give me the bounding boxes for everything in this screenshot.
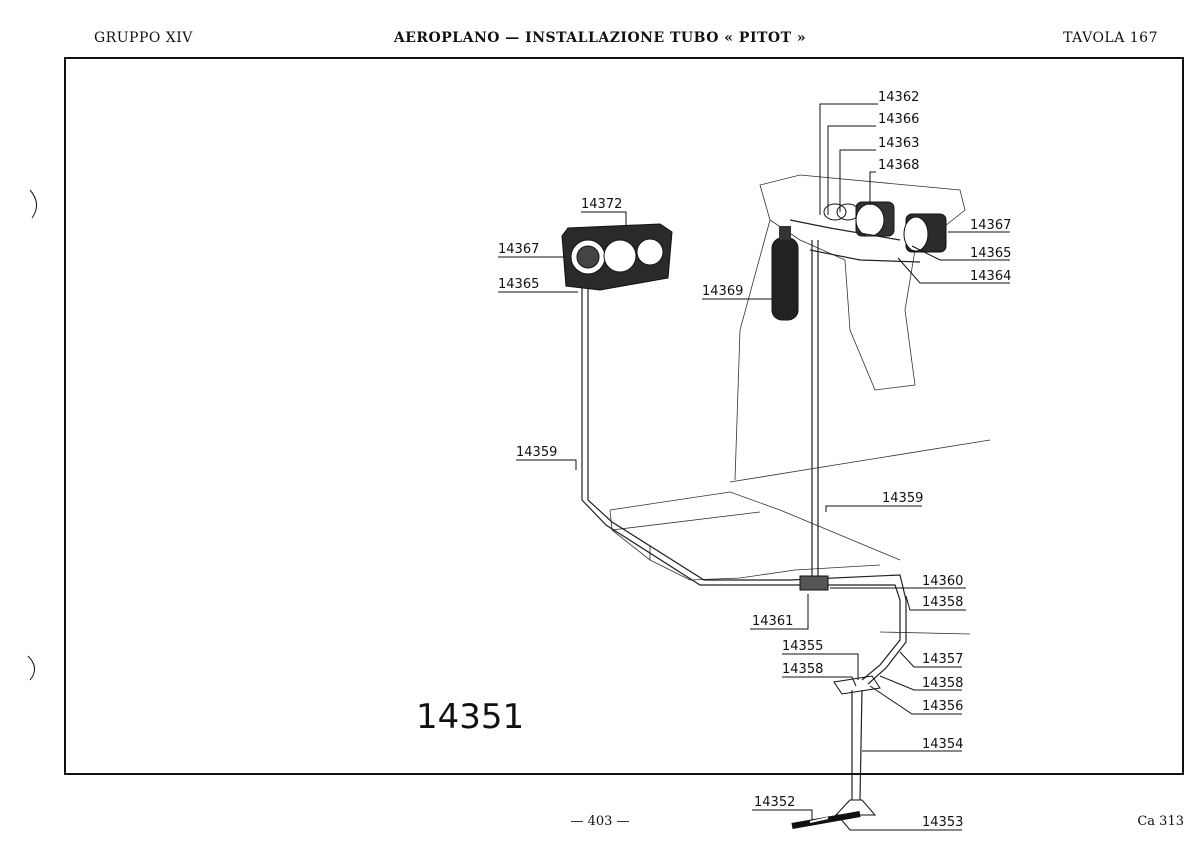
label-14358-b: 14358 bbox=[782, 662, 823, 677]
label-14364: 14364 bbox=[970, 269, 1011, 284]
label-14372: 14372 bbox=[581, 197, 622, 212]
label-14360: 14360 bbox=[922, 574, 963, 589]
page-number: — 403 — bbox=[570, 814, 630, 829]
label-14359-left: 14359 bbox=[516, 445, 557, 460]
label-14354: 14354 bbox=[922, 737, 963, 752]
binder-hole-top bbox=[29, 189, 37, 219]
label-14352: 14352 bbox=[754, 795, 795, 810]
label-14367-left: 14367 bbox=[498, 242, 539, 257]
cabin-structure bbox=[609, 174, 991, 635]
label-14358-c: 14358 bbox=[922, 676, 963, 691]
right-pitot-line bbox=[789, 219, 921, 685]
aircraft-code: Ca 313 bbox=[1137, 814, 1184, 829]
label-14358-a: 14358 bbox=[922, 595, 963, 610]
part-labels: 14362 14366 14363 14368 14367 14365 1436… bbox=[498, 90, 1011, 830]
drawing-frame bbox=[64, 57, 1184, 775]
instrument-panel bbox=[561, 223, 673, 291]
label-14369: 14369 bbox=[702, 284, 743, 299]
label-14357: 14357 bbox=[922, 652, 963, 667]
gauge-cluster bbox=[823, 201, 947, 253]
label-14368: 14368 bbox=[878, 158, 919, 173]
container-14369 bbox=[771, 226, 799, 321]
left-pitot-line bbox=[581, 286, 790, 586]
label-14361: 14361 bbox=[752, 614, 793, 629]
label-14355: 14355 bbox=[782, 639, 823, 654]
pitot-mast bbox=[791, 675, 881, 829]
leader-lines bbox=[498, 103, 1010, 831]
label-14353: 14353 bbox=[922, 815, 963, 830]
binder-hole-bottom bbox=[27, 655, 35, 681]
header-plate-number: TAVOLA 167 bbox=[1063, 30, 1158, 46]
header-title: AEROPLANO — INSTALLAZIONE TUBO « PITOT » bbox=[393, 30, 807, 46]
assembly-number: 14351 bbox=[416, 697, 524, 737]
label-14362: 14362 bbox=[878, 90, 919, 105]
label-14367-right: 14367 bbox=[970, 218, 1011, 233]
header-group: GRUPPO XIV bbox=[94, 30, 193, 46]
label-14363: 14363 bbox=[878, 136, 919, 151]
label-14366: 14366 bbox=[878, 112, 919, 127]
label-14359-right: 14359 bbox=[882, 491, 923, 506]
label-14365-left: 14365 bbox=[498, 277, 539, 292]
label-14365-right: 14365 bbox=[970, 246, 1011, 261]
label-14356: 14356 bbox=[922, 699, 963, 714]
